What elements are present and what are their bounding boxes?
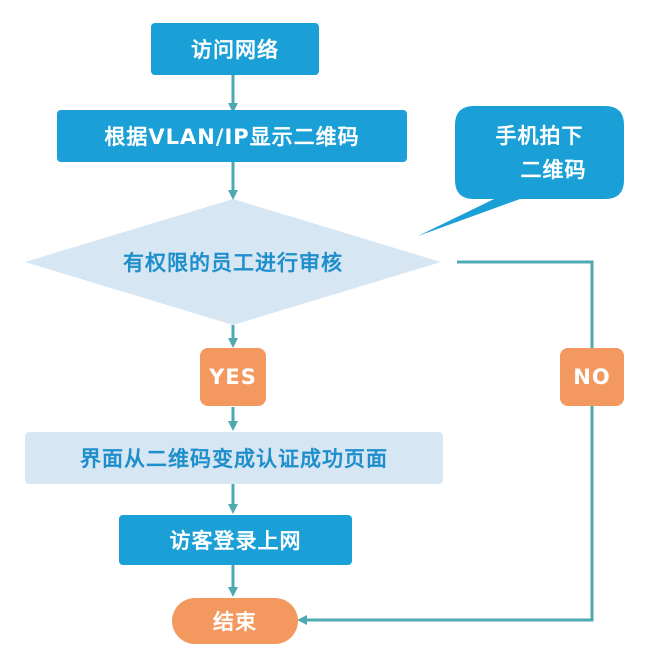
arrow-no-to-end (297, 406, 594, 625)
review-decision-label-box: 有权限的员工进行审核 (70, 240, 396, 284)
decision-diamond (25, 199, 441, 325)
yes-label: YES (209, 365, 257, 389)
show-qr-step: 根据VLAN/IP显示二维码 (57, 110, 407, 162)
review-decision-label: 有权限的员工进行审核 (123, 251, 343, 275)
end-label: 结束 (213, 610, 257, 634)
no-label: NO (573, 365, 611, 389)
arrow-review-to-no (457, 260, 594, 348)
no-label-box: NO (560, 348, 624, 406)
access-network-step: 访问网络 (151, 23, 319, 75)
callout-text: 手机拍下 二维码 (455, 106, 624, 199)
access-network-label: 访问网络 (191, 38, 279, 62)
page-change-label: 界面从二维码变成认证成功页面 (80, 447, 388, 471)
end-terminal: 结束 (172, 598, 298, 644)
yes-label-box: YES (200, 348, 266, 406)
guest-online-label: 访客登录上网 (169, 529, 302, 553)
callout-line-2: 二维码 (520, 157, 587, 182)
callout-line-1: 手机拍下 (495, 123, 584, 148)
guest-online-step: 访客登录上网 (119, 515, 352, 565)
show-qr-label: 根据VLAN/IP显示二维码 (104, 125, 360, 149)
callout-bubble (418, 106, 624, 236)
page-change-step: 界面从二维码变成认证成功页面 (25, 432, 443, 484)
